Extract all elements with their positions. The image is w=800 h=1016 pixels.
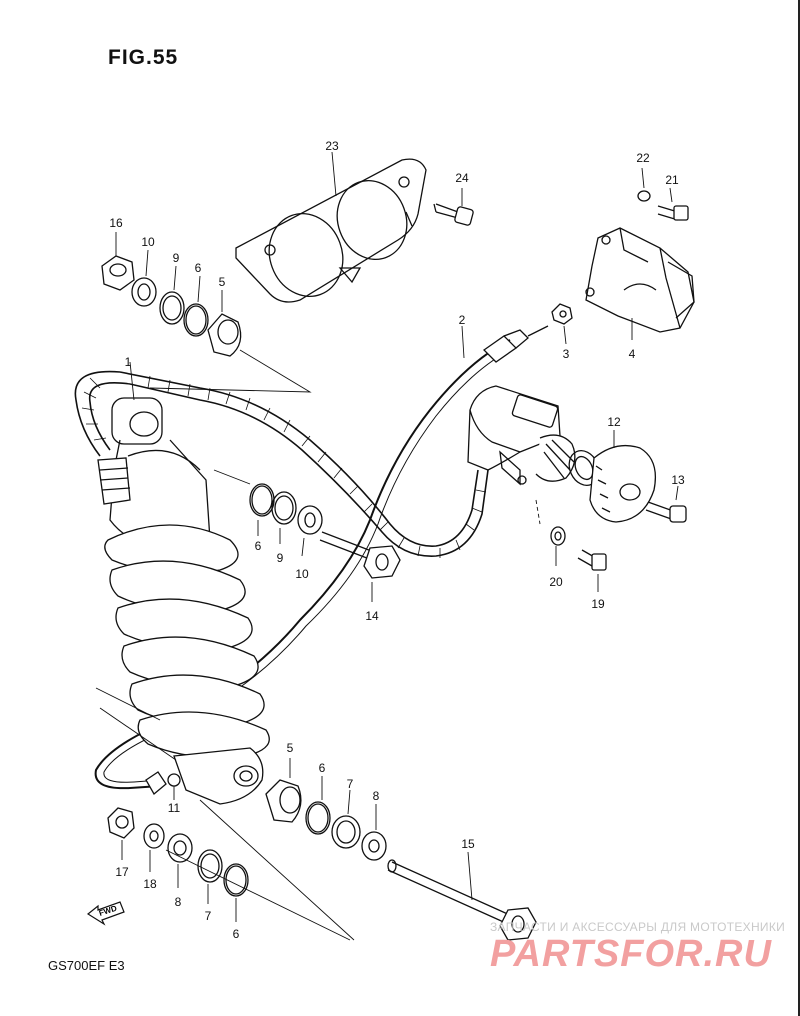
callout-c8b: 8 — [175, 895, 182, 909]
washer-10-mid[interactable] — [297, 505, 323, 535]
figure-title: FIG.55 — [108, 46, 179, 69]
callout-c11: 11 — [168, 801, 181, 815]
washer-22[interactable] — [637, 190, 651, 202]
callout-c18: 18 — [143, 877, 157, 891]
watermark-brand: PARTSFOR.RU — [490, 933, 772, 975]
callout-c12: 12 — [607, 415, 621, 429]
model-code: GS700EF E3 — [48, 958, 125, 973]
armored-hose-ribs — [81, 375, 487, 558]
callout-c4: 4 — [629, 347, 636, 361]
seal-7-lower[interactable] — [331, 815, 361, 849]
callout-c6b: 6 — [255, 539, 262, 553]
washer-18[interactable] — [143, 823, 165, 849]
nut-17[interactable] — [107, 807, 135, 839]
callout-c1: 1 — [125, 355, 132, 369]
callout-c24: 24 — [455, 171, 469, 185]
callout-c10b: 10 — [295, 567, 309, 581]
right-border — [798, 0, 800, 1016]
oring-6-lower[interactable] — [305, 801, 331, 835]
fwd-arrow-icon: FWD — [86, 901, 125, 926]
bolt-19[interactable] — [577, 549, 607, 571]
collar-9-upper[interactable] — [159, 291, 185, 325]
oring-6-upper[interactable] — [183, 303, 209, 337]
callout-c6a: 6 — [195, 261, 202, 275]
callout-c17: 17 — [115, 865, 129, 879]
callout-c10a: 10 — [141, 235, 155, 249]
hose-fitting-11[interactable] — [145, 771, 181, 795]
rear-shock-absorber[interactable] — [97, 397, 270, 805]
oring-6-mid[interactable] — [249, 483, 275, 517]
callout-c16: 16 — [109, 216, 123, 230]
hydraulic-hose-2[interactable] — [94, 325, 549, 790]
callout-c7b: 7 — [205, 909, 212, 923]
callout-c5a: 5 — [219, 275, 226, 289]
remote-adjuster-body[interactable] — [585, 227, 695, 333]
washer-20[interactable] — [550, 526, 566, 546]
oring-6-bottom[interactable] — [223, 863, 249, 897]
callout-c19: 19 — [591, 597, 605, 611]
callout-c9a: 9 — [173, 251, 180, 265]
callout-c6d: 6 — [233, 927, 240, 941]
callout-c5b: 5 — [287, 741, 294, 755]
washer-8-lower[interactable] — [361, 831, 387, 861]
armored-hose[interactable] — [74, 370, 489, 557]
bolt-24[interactable] — [433, 203, 474, 226]
callout-c9b: 9 — [277, 551, 284, 565]
nut-16[interactable] — [101, 255, 135, 291]
bolt-14[interactable] — [319, 531, 401, 579]
callout-c23: 23 — [325, 139, 339, 153]
bushing-5-upper[interactable] — [207, 313, 242, 357]
washer-8-bottom[interactable] — [167, 833, 193, 863]
adjuster-knob-12[interactable] — [564, 444, 657, 523]
bolt-21[interactable] — [657, 205, 689, 221]
callout-c8a: 8 — [373, 789, 380, 803]
callout-c20: 20 — [549, 575, 563, 589]
callout-c6c: 6 — [319, 761, 326, 775]
callout-c13: 13 — [671, 473, 685, 487]
bolt-15[interactable] — [387, 859, 537, 941]
nut-3[interactable] — [551, 303, 573, 325]
seal-7-bottom[interactable] — [197, 849, 223, 883]
watermark-tagline: ЗАПЧАСТИ И АКСЕССУАРЫ ДЛЯ МОТОТЕХНИКИ — [490, 920, 786, 934]
bushing-5-lower[interactable] — [265, 779, 302, 823]
callout-c15: 15 — [461, 837, 475, 851]
callout-c21: 21 — [665, 173, 679, 187]
callout-c7a: 7 — [347, 777, 354, 791]
callout-c22: 22 — [636, 151, 650, 165]
collar-9-mid[interactable] — [271, 491, 297, 525]
callout-c14: 14 — [365, 609, 379, 623]
adjuster-head[interactable] — [467, 385, 576, 486]
mounting-bracket-plate[interactable] — [235, 158, 427, 307]
callout-c2: 2 — [459, 313, 466, 327]
bolt-13[interactable] — [645, 501, 687, 523]
washer-10-upper[interactable] — [131, 277, 157, 307]
callout-c3: 3 — [563, 347, 570, 361]
